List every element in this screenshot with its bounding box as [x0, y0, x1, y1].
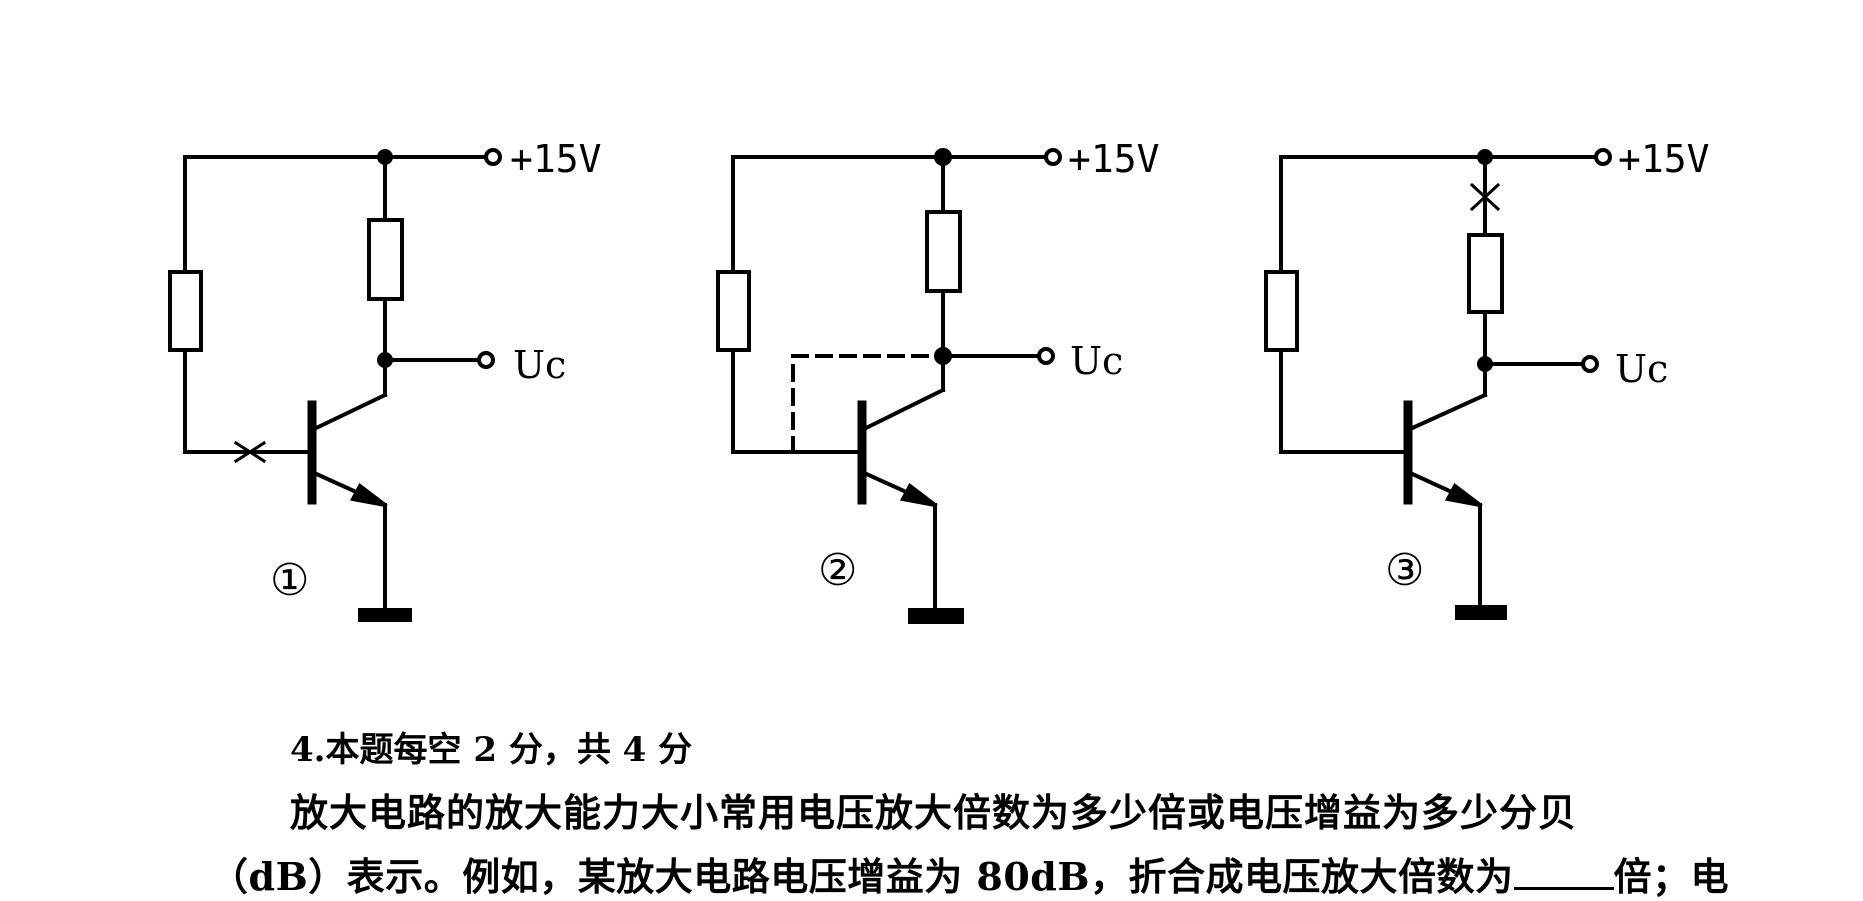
circuit-number-3: ③: [1385, 545, 1424, 596]
answer-blank[interactable]: [1513, 853, 1614, 890]
circuit-1: [168, 148, 502, 622]
supply-label-3: +15V: [1618, 137, 1710, 181]
circuit-3: [1264, 148, 1612, 620]
output-label-2: Uc: [1070, 339, 1123, 383]
circuit-2: [716, 148, 1062, 624]
break-mark: [1469, 182, 1501, 212]
output-label-1: Uc: [513, 343, 566, 387]
output-label-3: Uc: [1615, 347, 1668, 391]
question-text-line-2-start: （dB）表示。例如，某放大电路电压增益为 80dB，折合成电压放大倍数为: [210, 854, 1514, 899]
question-text-line-2-end: 倍；电: [1613, 854, 1730, 899]
supply-label-2: +15V: [1068, 137, 1160, 181]
dashed-feedback-path: [791, 354, 945, 454]
question-heading: 4.本题每空 2 分，共 4 分: [290, 730, 693, 770]
break-mark: [233, 440, 267, 464]
circuit-figure: +15V +15V +15V Uc Uc Uc ① ② ③: [168, 137, 1710, 624]
question-text-line-2: （dB）表示。例如，某放大电路电压增益为 80dB，折合成电压放大倍数为 倍；电: [210, 846, 1729, 901]
circuit-number-1: ①: [270, 555, 309, 606]
question-text-line-1: 放大电路的放大能力大小常用电压放大倍数为多少倍或电压增益为多少分贝: [290, 790, 1578, 835]
supply-label-1: +15V: [510, 137, 602, 181]
circuit-number-2: ②: [818, 545, 857, 596]
